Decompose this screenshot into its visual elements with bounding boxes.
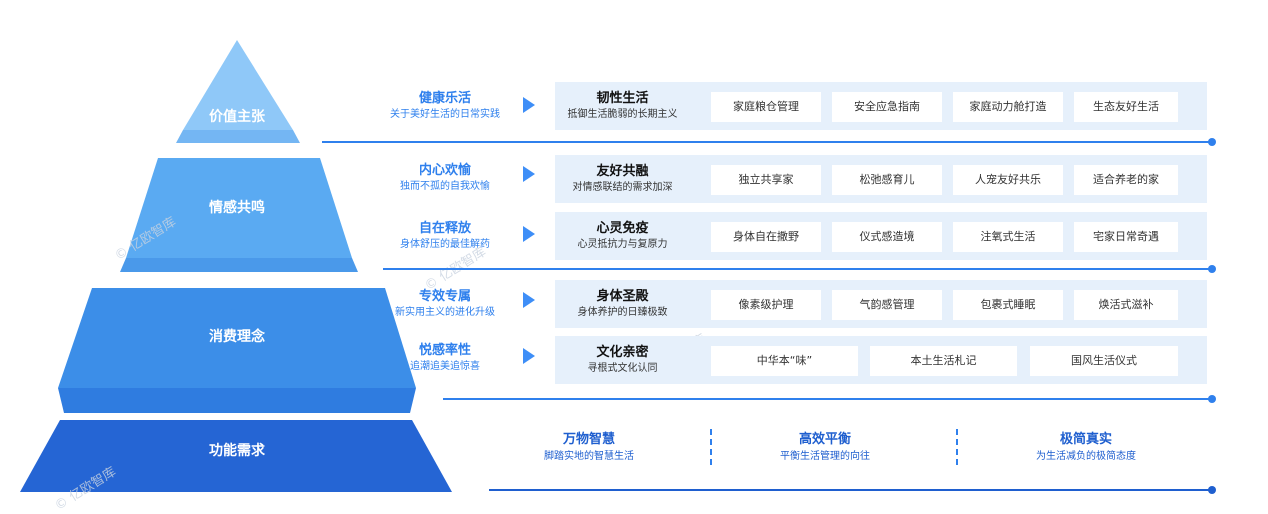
theme-desc: 寻根式文化认同 [587,363,658,374]
tag: 气韵感管理 [832,290,942,320]
sub-label-desc: 独而不孤的自我欢愉 [400,181,490,192]
sub-label-title: 悦感率性 [418,343,471,358]
function-item: 高效平衡 平衡生活管理的向往 [725,431,925,464]
tier-label-function: 功能需求 [209,443,265,459]
theme-desc: 身体养护的日臻极致 [577,307,668,318]
theme-cell: 友好共融 对情感联结的需求加深 [555,155,690,203]
tag: 人宠友好共乐 [953,165,1063,195]
sub-label-desc: 新实用主义的进化升级 [395,307,495,318]
function-title: 高效平衡 [798,432,851,447]
divider-line [322,141,1210,143]
trend-row: 韧性生活 抵御生活脆弱的长期主义 家庭粮仓管理 安全应急指南 家庭动力舱打造 生… [555,82,1207,130]
divider-line [383,268,1210,270]
divider-dot [1208,395,1216,403]
pyramid-tier-3 [58,288,416,388]
theme-title: 韧性生活 [596,91,649,106]
theme-title: 友好共融 [596,164,649,179]
sub-label-title: 专效专属 [418,289,471,304]
pyramid [20,40,452,492]
tier-label-value: 价值主张 [209,109,265,125]
pyramid-tier-4 [20,420,452,492]
tag: 家庭粮仓管理 [711,92,821,122]
sub-label-title: 健康乐活 [418,91,471,106]
theme-cell: 心灵免疫 心灵抵抗力与复原力 [555,212,690,260]
tag: 注氧式生活 [953,222,1063,252]
tag: 像素级护理 [711,290,821,320]
theme-cell: 韧性生活 抵御生活脆弱的长期主义 [555,82,690,130]
tag: 独立共享家 [711,165,821,195]
tag: 本土生活札记 [870,346,1017,376]
function-desc: 脚踏实地的智慧生活 [544,451,634,462]
tag: 松弛感育儿 [832,165,942,195]
sub-label-desc: 追潮追美追惊喜 [410,361,480,372]
tag: 中华本“味” [711,346,858,376]
tag: 生态友好生活 [1074,92,1178,122]
divider-dot [1208,138,1216,146]
sub-label: 自在释放 身体舒压的最佳解药 [360,220,530,252]
function-title: 极简真实 [1059,432,1112,447]
sub-label-desc: 身体舒压的最佳解药 [400,239,490,250]
theme-title: 文化亲密 [596,345,649,360]
theme-cell: 文化亲密 寻根式文化认同 [555,336,690,384]
tag: 家庭动力舱打造 [953,92,1063,122]
pyramid-tier-2 [126,158,352,258]
pyramid-tier-1 [183,40,293,130]
theme-desc: 对情感联结的需求加深 [572,182,673,193]
tier-label-emotion: 情感共鸣 [209,200,265,216]
function-desc: 为生活减负的极简态度 [1036,451,1136,462]
trend-row: 友好共融 对情感联结的需求加深 独立共享家 松弛感育儿 人宠友好共乐 适合养老的… [555,155,1207,203]
theme-desc: 抵御生活脆弱的长期主义 [567,109,678,120]
pyramid-tier-1-base [176,130,300,143]
divider-line [489,489,1210,491]
tag: 包裹式睡眠 [953,290,1063,320]
sub-label: 内心欢愉 独而不孤的自我欢愉 [360,162,530,194]
function-item: 极简真实 为生活减负的极简态度 [986,431,1186,464]
arrow-right-icon [523,166,535,182]
tag: 身体自在撒野 [711,222,821,252]
tag: 焕活式滋补 [1074,290,1178,320]
sub-label: 健康乐活 关于美好生活的日常实践 [360,90,530,122]
dashed-divider [956,429,958,465]
sub-label-title: 内心欢愉 [418,163,471,178]
trend-row: 心灵免疫 心灵抵抗力与复原力 身体自在撒野 仪式感造境 注氧式生活 宅家日常奇遇 [555,212,1207,260]
theme-cell: 身体圣殿 身体养护的日臻极致 [555,280,690,328]
tag: 国风生活仪式 [1030,346,1178,376]
theme-desc: 心灵抵抗力与复原力 [577,239,668,250]
trend-row: 文化亲密 寻根式文化认同 中华本“味” 本土生活札记 国风生活仪式 [555,336,1207,384]
divider-dot [1208,265,1216,273]
sub-label: 悦感率性 追潮追美追惊喜 [360,342,530,374]
dashed-divider [710,429,712,465]
theme-title: 身体圣殿 [596,289,649,304]
arrow-right-icon [523,292,535,308]
arrow-right-icon [523,226,535,242]
function-item: 万物智慧 脚踏实地的智慧生活 [489,431,689,464]
function-title: 万物智慧 [562,432,615,447]
tier-label-consumption: 消费理念 [209,329,265,345]
sub-label-desc: 关于美好生活的日常实践 [390,109,500,120]
sub-label-title: 自在释放 [418,221,471,236]
divider-dot [1208,486,1216,494]
function-desc: 平衡生活管理的向往 [780,451,870,462]
trend-row: 身体圣殿 身体养护的日臻极致 像素级护理 气韵感管理 包裹式睡眠 焕活式滋补 [555,280,1207,328]
arrow-right-icon [523,97,535,113]
arrow-right-icon [523,348,535,364]
pyramid-tier-3-base [58,388,416,413]
sub-label: 专效专属 新实用主义的进化升级 [360,288,530,320]
tag: 宅家日常奇遇 [1074,222,1178,252]
theme-title: 心灵免疫 [596,221,649,236]
tag: 仪式感造境 [832,222,942,252]
divider-line [443,398,1210,400]
tag: 安全应急指南 [832,92,942,122]
tag: 适合养老的家 [1074,165,1178,195]
pyramid-tier-2-base [120,258,358,272]
